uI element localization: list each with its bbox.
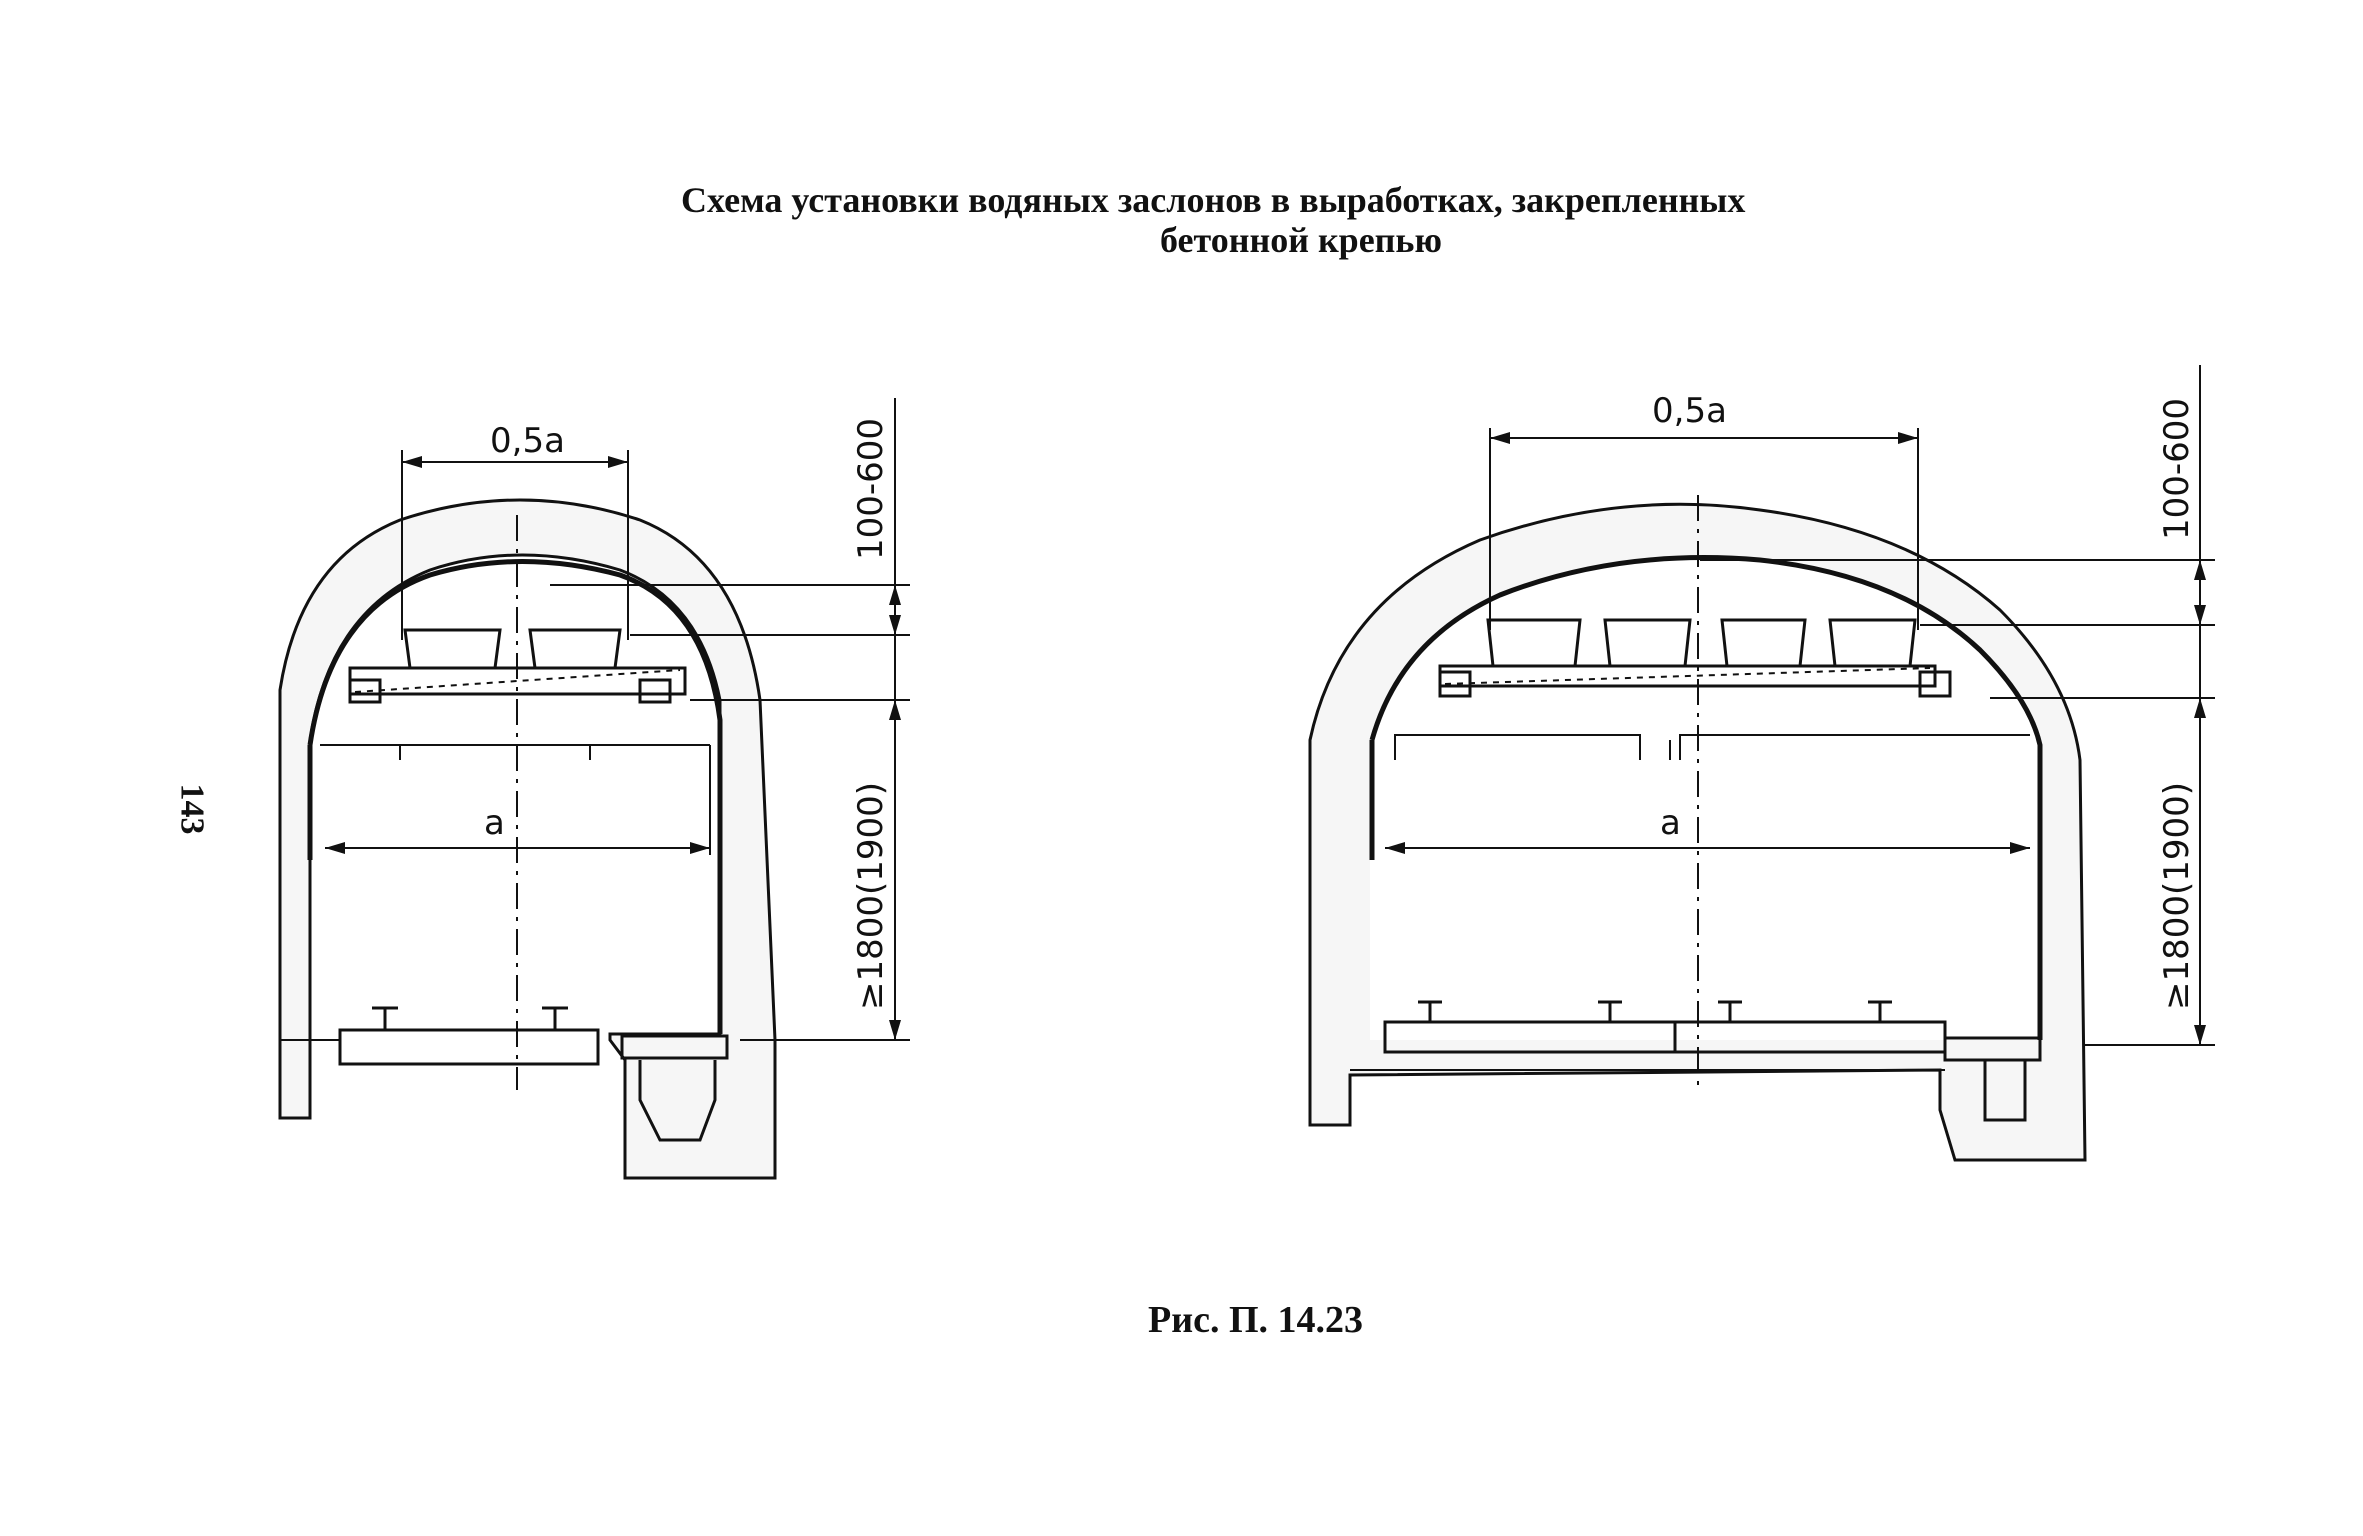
right-dim-half-label: 0,5а <box>1652 391 1727 431</box>
left-drain-channel <box>638 1060 717 1142</box>
right-trough-1 <box>1486 618 1582 668</box>
right-rails <box>1418 1000 1892 1022</box>
right-strip-lines <box>1394 734 2030 760</box>
right-dim-vert-arrows <box>2194 560 2206 1045</box>
right-drain-cover <box>1943 1036 2042 1062</box>
left-concrete-lining <box>278 498 777 1180</box>
right-dim-height-label: ≥1800(1900) <box>2157 782 2197 1010</box>
right-trough-4 <box>1828 618 1917 668</box>
right-inner-arch <box>1369 555 2043 1040</box>
right-bracket-left <box>1438 670 1472 698</box>
left-dim-a-label: а <box>484 803 505 843</box>
left-trough-1 <box>403 628 502 670</box>
right-diagram: 0,5а а 100-600 ≥1800(1900) <box>1308 365 2215 1162</box>
right-trough-2 <box>1603 618 1692 668</box>
right-drain-channel <box>1983 1060 2027 1122</box>
right-bracket-right <box>1918 670 1952 698</box>
right-dim-gap-label: 100-600 <box>2157 398 2197 540</box>
left-inner-arch <box>307 559 723 1034</box>
figure-caption: Рис. П. 14.23 <box>1148 1299 1364 1341</box>
left-bracket-left <box>348 678 382 704</box>
left-diagram: 0,5а а 100-600 ≥1800(1900) <box>278 398 910 1180</box>
left-bracket-right <box>638 678 672 704</box>
left-dim-gap-label: 100-600 <box>851 418 891 560</box>
left-dim-height-label: ≥1800(1900) <box>851 782 891 1010</box>
right-shelf-hatch <box>1444 667 1931 685</box>
title-line-1: Схема установки водяных заслонов в выраб… <box>681 180 1746 220</box>
left-trough-2 <box>528 628 622 670</box>
right-inner-space <box>1370 557 2040 1040</box>
left-sleeper <box>338 1028 600 1066</box>
right-trough-3 <box>1720 618 1807 668</box>
left-dim-half-label: 0,5а <box>490 421 565 461</box>
left-drain-cover <box>620 1034 729 1060</box>
left-rails <box>372 1006 568 1030</box>
right-dim-a-label: а <box>1660 803 1681 843</box>
title-line-2: бетонной крепью <box>1160 220 1442 260</box>
